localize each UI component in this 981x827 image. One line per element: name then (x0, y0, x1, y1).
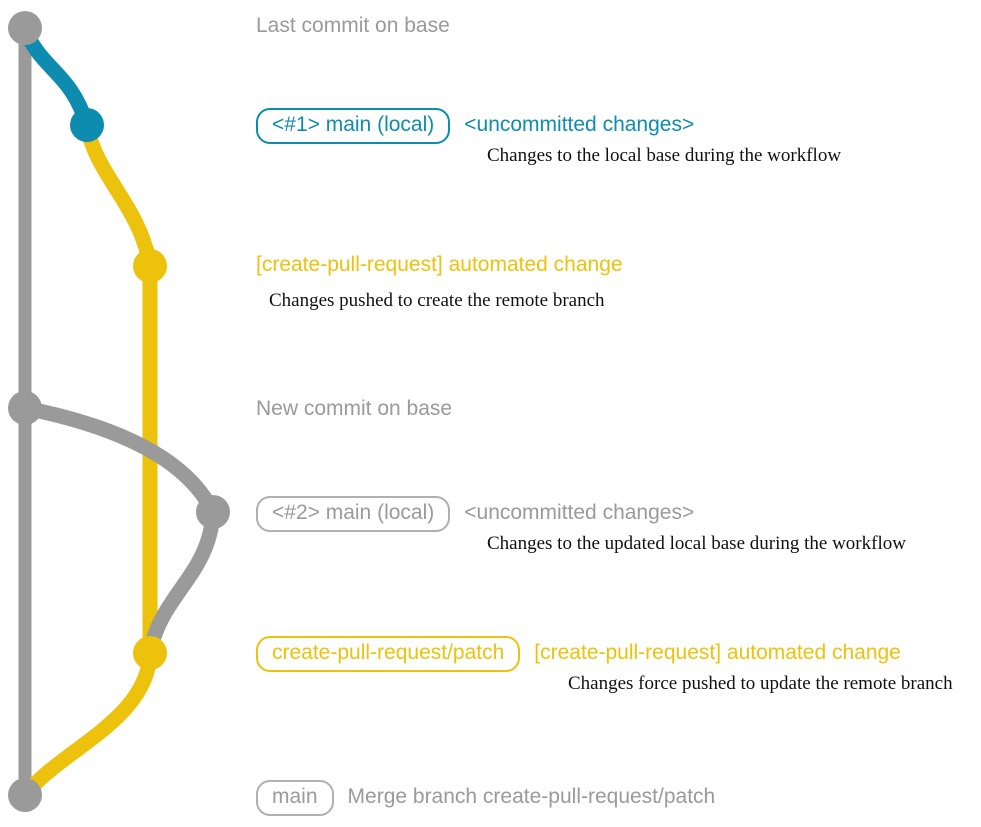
commit-node-new-commit-on-base[interactable] (8, 391, 42, 425)
commit-node-last-commit-on-base[interactable] (8, 11, 42, 45)
commit-node-merge[interactable] (8, 778, 42, 812)
branch-badge-local-1[interactable]: <#1> main (local) (256, 108, 451, 145)
branch-badge-create-pull-request-patch[interactable]: create-pull-request/patch (256, 636, 521, 673)
commit-note-local-2: Changes to the updated local base during… (487, 533, 906, 554)
commit-row-automated-change-2: create-pull-request/patch [create-pull-r… (256, 636, 901, 673)
commit-note-automated-change-1: Changes pushed to create the remote bran… (269, 290, 605, 311)
edge-yellow-to-merge (17, 645, 158, 803)
commit-note-local-1: Changes to the local base during the wor… (487, 145, 842, 166)
commit-row-automated-change-1: [create-pull-request] automated change (256, 253, 623, 276)
commit-subject-local-1: <uncommitted changes> (464, 113, 695, 136)
commit-note-automated-change-2: Changes force pushed to update the remot… (568, 673, 953, 694)
edge-gray-to-local2 (17, 400, 221, 520)
heading-new-commit-on-base: New commit on base (256, 397, 453, 420)
branch-badge-main[interactable]: main (256, 780, 334, 817)
edge-gray-local2-to-patch (142, 504, 221, 661)
commit-node-local-1[interactable] (70, 108, 104, 142)
commit-row-local-2: <#2> main (local) <uncommitted changes> (256, 496, 695, 533)
edge-teal-branch (17, 20, 95, 133)
commit-node-local-2[interactable] (196, 495, 230, 529)
commit-subject-merge: Merge branch create-pull-request/patch (347, 785, 716, 808)
commit-subject-automated-change-1: [create-pull-request] automated change (256, 253, 623, 276)
commit-row-local-1: <#1> main (local) <uncommitted changes> (256, 108, 695, 145)
commit-subject-automated-change-2: [create-pull-request] automated change (534, 641, 901, 664)
heading-last-commit-on-base: Last commit on base (256, 14, 450, 37)
commit-row-merge: main Merge branch create-pull-request/pa… (256, 780, 716, 817)
commit-subject-local-2: <uncommitted changes> (464, 501, 695, 524)
commit-node-automated-change-2[interactable] (133, 636, 167, 670)
branch-badge-local-2[interactable]: <#2> main (local) (256, 496, 451, 533)
commit-node-automated-change-1[interactable] (133, 249, 167, 283)
edge-yellow-first (79, 117, 158, 274)
